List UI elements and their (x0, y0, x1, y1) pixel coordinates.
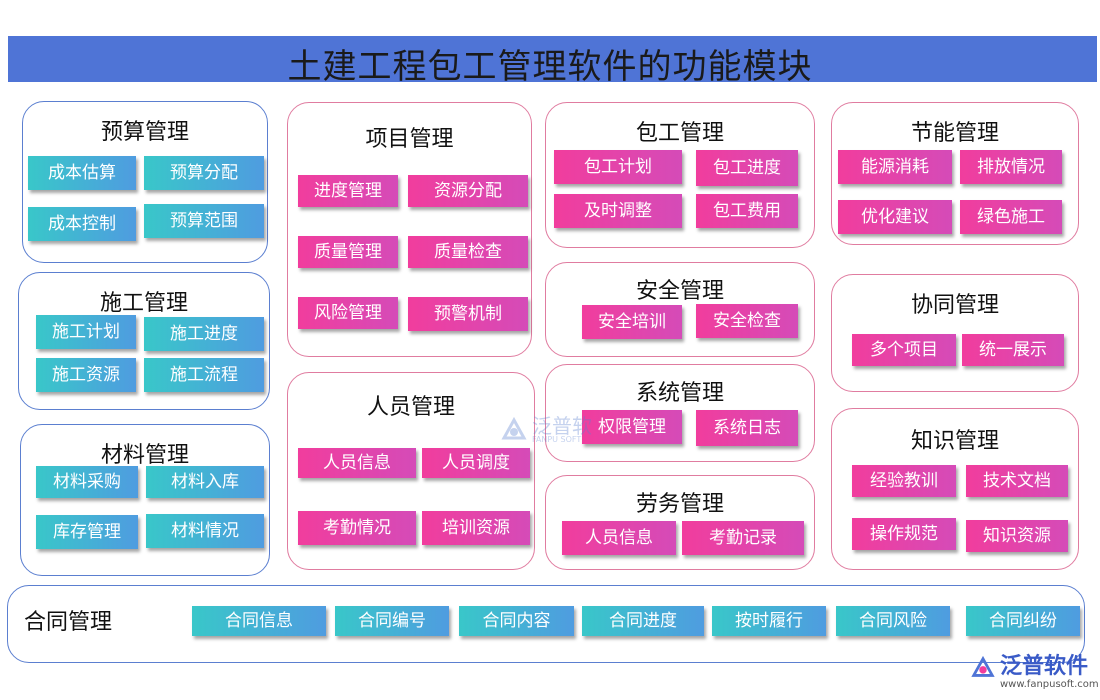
project-item-6[interactable]: 预警机制 (408, 297, 528, 331)
budget-item-1[interactable]: 成本估算 (28, 156, 136, 190)
safety-item-2[interactable]: 安全检查 (696, 304, 798, 338)
contract-title: 合同管理 (24, 610, 113, 635)
construction-item-4[interactable]: 施工流程 (144, 358, 264, 392)
safety-title: 安全管理 (635, 279, 724, 304)
personnel-item-4[interactable]: 培训资源 (422, 511, 530, 545)
project-title: 项目管理 (365, 127, 454, 152)
project-item-1[interactable]: 进度管理 (298, 175, 398, 207)
construction-item-3[interactable]: 施工资源 (36, 358, 136, 392)
title-bar (8, 36, 1097, 82)
material-item-4[interactable]: 材料情况 (146, 514, 264, 548)
collab-item-1[interactable]: 多个项目 (852, 334, 956, 366)
system-item-1[interactable]: 权限管理 (582, 410, 682, 444)
project-item-3[interactable]: 质量管理 (298, 236, 398, 268)
budget-item-3[interactable]: 成本控制 (28, 207, 136, 241)
brand-logo: 泛普软件 www.fanpusoft.com (970, 655, 1099, 690)
contract-item-7[interactable]: 合同纠纷 (966, 606, 1080, 636)
construction-item-1[interactable]: 施工计划 (36, 315, 136, 349)
system-item-2[interactable]: 系统日志 (696, 410, 798, 446)
logo-url: www.fanpusoft.com (1000, 679, 1099, 690)
fanpu-logo-icon (501, 416, 527, 440)
watermark: 泛普软 FANPU SOFT (500, 416, 592, 444)
collab-panel: 协同管理 (831, 274, 1079, 392)
energy-item-1[interactable]: 能源消耗 (838, 150, 952, 184)
safety-item-1[interactable]: 安全培训 (582, 305, 682, 339)
contracting-item-2[interactable]: 包工进度 (696, 150, 798, 186)
construction-item-2[interactable]: 施工进度 (144, 317, 264, 351)
energy-title: 节能管理 (910, 121, 999, 146)
material-title: 材料管理 (100, 443, 189, 468)
fanpu-logo-icon (971, 655, 995, 677)
project-item-2[interactable]: 资源分配 (408, 175, 528, 207)
contract-item-2[interactable]: 合同编号 (335, 606, 449, 636)
watermark-text: 泛普软 (532, 414, 592, 438)
page-title: 土建工程包工管理软件的功能模块 (287, 47, 813, 87)
contracting-title: 包工管理 (635, 121, 724, 146)
system-title: 系统管理 (635, 381, 724, 406)
construction-title: 施工管理 (99, 291, 188, 316)
personnel-item-2[interactable]: 人员调度 (422, 448, 530, 478)
personnel-item-3[interactable]: 考勤情况 (298, 511, 416, 545)
material-panel: 材料管理 (20, 424, 270, 576)
personnel-item-1[interactable]: 人员信息 (298, 448, 416, 478)
contracting-item-3[interactable]: 及时调整 (554, 194, 682, 228)
energy-item-3[interactable]: 优化建议 (838, 200, 952, 234)
watermark-subtext: FANPU SOFT (532, 435, 582, 444)
collab-title: 协同管理 (910, 293, 999, 318)
knowledge-item-1[interactable]: 经验教训 (852, 465, 956, 497)
material-item-3[interactable]: 库存管理 (36, 515, 138, 549)
contract-item-3[interactable]: 合同内容 (459, 606, 574, 636)
knowledge-item-3[interactable]: 操作规范 (852, 518, 956, 550)
labor-item-2[interactable]: 考勤记录 (682, 521, 804, 555)
project-item-5[interactable]: 风险管理 (298, 297, 398, 329)
project-item-4[interactable]: 质量检查 (408, 236, 528, 268)
personnel-title: 人员管理 (366, 395, 455, 420)
contracting-item-4[interactable]: 包工费用 (696, 194, 798, 228)
budget-item-4[interactable]: 预算范围 (144, 204, 264, 238)
energy-item-2[interactable]: 排放情况 (960, 150, 1062, 184)
collab-item-2[interactable]: 统一展示 (962, 334, 1064, 366)
material-item-2[interactable]: 材料入库 (146, 466, 264, 498)
labor-item-1[interactable]: 人员信息 (562, 521, 676, 555)
knowledge-item-4[interactable]: 知识资源 (966, 520, 1068, 552)
logo-text: 泛普软件 (1000, 654, 1089, 679)
energy-item-4[interactable]: 绿色施工 (960, 200, 1062, 234)
contract-item-6[interactable]: 合同风险 (836, 606, 950, 636)
knowledge-title: 知识管理 (910, 429, 999, 454)
contract-item-5[interactable]: 按时履行 (712, 606, 826, 636)
contracting-item-1[interactable]: 包工计划 (554, 150, 682, 184)
budget-item-2[interactable]: 预算分配 (144, 156, 264, 190)
contract-item-4[interactable]: 合同进度 (582, 606, 704, 636)
knowledge-item-2[interactable]: 技术文档 (966, 465, 1068, 497)
contract-item-1[interactable]: 合同信息 (192, 606, 326, 636)
material-item-1[interactable]: 材料采购 (36, 466, 138, 498)
budget-title: 预算管理 (100, 120, 189, 145)
labor-title: 劳务管理 (635, 492, 724, 517)
